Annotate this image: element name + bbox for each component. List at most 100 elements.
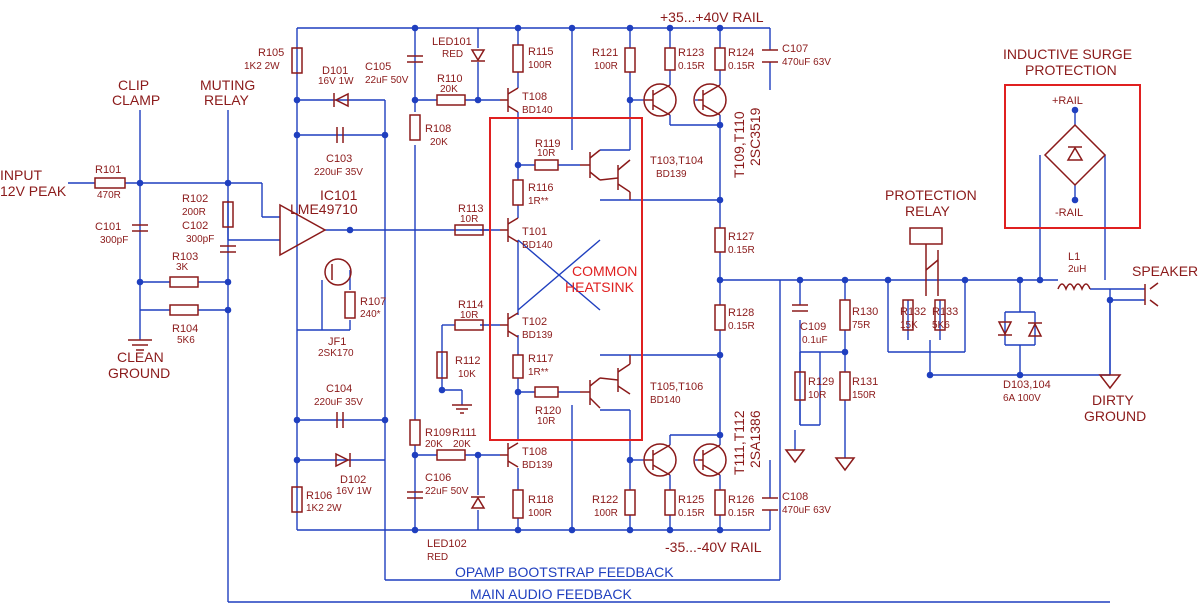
- resistor-r123: [664, 47, 676, 71]
- r122-name: R122: [592, 494, 618, 506]
- led102-value: RED: [427, 552, 448, 563]
- t109-value: 2SC3519: [747, 107, 763, 166]
- d103-value: 6A 100V: [1003, 393, 1041, 404]
- l1-name: L1: [1068, 251, 1080, 263]
- r105-name: R105: [258, 47, 284, 59]
- c104-name: C104: [326, 383, 352, 395]
- c102-value: 300pF: [186, 234, 214, 245]
- t109-name: T109,T110: [731, 111, 747, 178]
- signal-labels: INPUT 12V PEAK CLIP CLAMP MUTING RELAY C…: [0, 9, 1198, 602]
- r115-name: R115: [528, 46, 553, 58]
- component-labels: R101 470R C101 300pF R102 200R C102 300p…: [95, 36, 1086, 563]
- t103-name: T103,T104: [650, 155, 703, 167]
- l1-value: 2uH: [1068, 264, 1086, 275]
- r123-name: R123: [678, 47, 704, 59]
- resistor-r111: [436, 449, 466, 461]
- r110-value: 20K: [440, 84, 458, 95]
- r119-value: 10R: [537, 148, 555, 159]
- r109-value: 20K: [425, 439, 443, 450]
- neg-rail-label: -35...-40V RAIL: [665, 539, 762, 555]
- r112-value: 10K: [458, 369, 476, 380]
- r124-name: R124: [728, 47, 754, 59]
- r118-value: 100R: [528, 508, 552, 519]
- heatsink-box: [489, 117, 643, 441]
- resistor-r117: [512, 354, 524, 379]
- jf1-value: 2SK170: [318, 348, 354, 359]
- led101-value: RED: [442, 49, 463, 60]
- r133-name: R133: [932, 306, 958, 318]
- r130-name: R130: [852, 306, 878, 318]
- r104-value: 5K6: [177, 335, 195, 346]
- r106-name: R106: [306, 490, 332, 502]
- resistor-r105: [291, 47, 303, 74]
- r127-name: R127: [728, 231, 754, 243]
- r123-value: 0.15R: [678, 61, 705, 72]
- input-label-2: 12V PEAK: [0, 183, 67, 199]
- c107-name: C107: [782, 43, 808, 55]
- d101-value: 16V 1W: [318, 76, 354, 87]
- r112-name: R112: [455, 355, 480, 367]
- t101-name: T101: [522, 226, 547, 238]
- r111-value: 20K: [453, 439, 471, 450]
- heatsink-label-2: HEATSINK: [565, 279, 635, 295]
- r127-value: 0.15R: [728, 245, 755, 256]
- muting-relay-label-2: RELAY: [204, 92, 250, 108]
- resistor-r109: [409, 419, 421, 446]
- heatsink-label-1: COMMON: [572, 263, 637, 279]
- resistor-r116: [512, 179, 524, 206]
- r122-value: 100R: [594, 508, 618, 519]
- resistor-r119: [534, 159, 559, 171]
- r107-value: 240*: [360, 309, 381, 320]
- surge-pos-label: +RAIL: [1052, 95, 1083, 107]
- resistor-r120: [534, 386, 559, 398]
- r108-value: 20K: [430, 137, 448, 148]
- c108-name: C108: [782, 491, 808, 503]
- main-feedback-label: MAIN AUDIO FEEDBACK: [470, 586, 632, 602]
- r103-name: R103: [172, 251, 198, 263]
- resistor-r124: [714, 47, 726, 71]
- surge-label-1: INDUCTIVE SURGE: [1003, 46, 1132, 62]
- resistor-r121: [624, 47, 636, 73]
- resistor-r130: [839, 299, 851, 331]
- resistor-r125: [664, 489, 676, 516]
- r128-value: 0.15R: [728, 321, 755, 332]
- r120-name: R120: [535, 405, 561, 417]
- c104-value: 220uF 35V: [314, 397, 363, 408]
- resistor-r128: [714, 304, 726, 331]
- t103-value: BD139: [656, 169, 687, 180]
- t102-value: BD139: [522, 330, 553, 341]
- resistor-r104: [169, 304, 199, 316]
- junctions: [136, 24, 1114, 534]
- resistor-r131: [839, 371, 851, 401]
- c103-value: 220uF 35V: [314, 167, 363, 178]
- r108-name: R108: [425, 123, 451, 135]
- r101-name: R101: [95, 164, 121, 176]
- resistor-r126: [714, 489, 726, 516]
- components: [94, 44, 1159, 519]
- muting-relay-label-1: MUTING: [200, 77, 255, 93]
- protection-relay-label-2: RELAY: [905, 203, 951, 219]
- r117-value: 1R**: [528, 367, 549, 378]
- c101-name: C101: [95, 221, 121, 233]
- clean-ground-label-1: CLEAN: [117, 349, 164, 365]
- dirty-ground-label-2: GROUND: [1084, 408, 1146, 424]
- resistor-r110: [436, 94, 466, 106]
- r116-value: 1R**: [528, 196, 549, 207]
- r121-value: 100R: [594, 61, 618, 72]
- c105-value: 22uF 50V: [365, 75, 409, 86]
- resistor-r107: [344, 291, 356, 319]
- opamp-ic101: [279, 203, 327, 257]
- r111-name: R111: [452, 427, 477, 439]
- resistor-r115: [512, 44, 524, 73]
- c103-name: C103: [326, 153, 352, 165]
- c108-value: 470uF 63V: [782, 505, 831, 516]
- t105-name: T105,T106: [650, 381, 703, 393]
- t102-name: T102: [522, 316, 547, 328]
- c105-name: C105: [365, 61, 391, 73]
- r114-value: 10R: [460, 310, 478, 321]
- resistor-r101: [94, 177, 126, 189]
- r120-value: 10R: [537, 416, 555, 427]
- r107-name: R107: [360, 296, 386, 308]
- resistor-r102: [222, 201, 234, 228]
